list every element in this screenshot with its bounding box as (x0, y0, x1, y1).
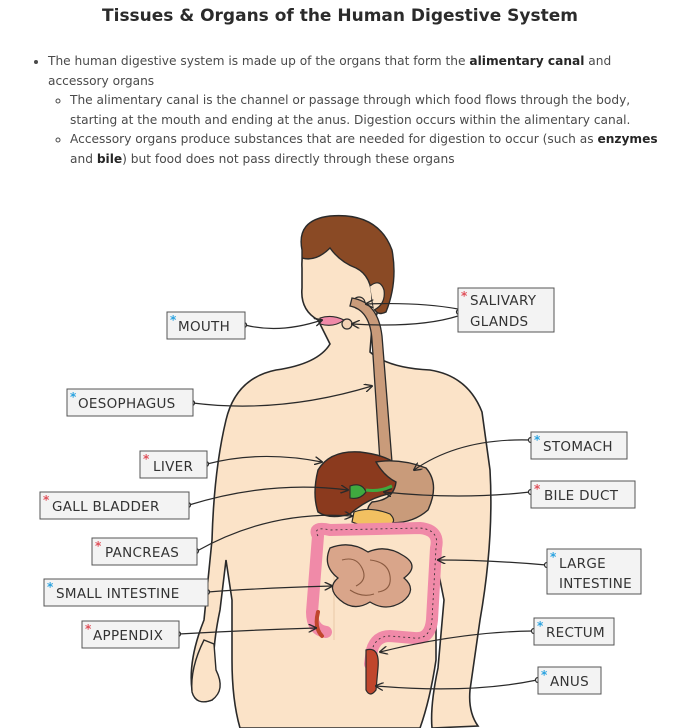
organs (306, 296, 443, 695)
label-oesophagus: * OESOPHAGUS (66, 388, 194, 417)
pancreas-line (196, 515, 352, 552)
anus-line (376, 679, 538, 689)
oesophagus-line (192, 386, 372, 407)
label-gall-bladder-text: GALL BLADDER (52, 499, 160, 515)
bullet-list: The human digestive system is made up of… (20, 52, 668, 169)
label-mouth-text: MOUTH (178, 319, 230, 335)
labels: * MOUTH * OESOPHAGUS * LIVER * GALL BLAD… (39, 287, 642, 695)
label-mouth: * MOUTH (166, 311, 246, 340)
hair (300, 214, 395, 315)
alimentary-canal-term: alimentary canal (469, 54, 585, 68)
stomach-line (414, 439, 531, 470)
small-intestine-coils (341, 558, 391, 596)
gall-bladder (349, 484, 367, 499)
mouth-line (244, 320, 322, 330)
liver-line (206, 455, 322, 464)
page-title: Tissues & Organs of the Human Digestive … (102, 6, 578, 26)
svg-text:*: * (534, 433, 541, 447)
label-liver: * LIVER (139, 450, 208, 479)
label-rectum-text: RECTUM (546, 625, 605, 641)
bullet-main: The human digestive system is made up of… (48, 52, 668, 169)
svg-text:*: * (95, 539, 102, 553)
svg-text:*: * (550, 550, 557, 564)
label-salivary-text-1: SALIVARY (470, 293, 537, 309)
small-intestine (326, 544, 413, 608)
label-salivary-text-2: GLANDS (470, 314, 528, 330)
small-intestine-line (207, 586, 332, 593)
label-stomach: * STOMACH (530, 431, 628, 460)
enzymes-term: enzymes (597, 132, 658, 146)
label-pancreas-text: PANCREAS (105, 545, 179, 561)
label-stomach-text: STOMACH (543, 439, 613, 455)
svg-text:*: * (143, 452, 150, 466)
bile-duct-line (384, 492, 531, 496)
rectum (365, 648, 379, 695)
svg-text:*: * (47, 580, 54, 594)
svg-text:*: * (541, 668, 548, 682)
bullet-sub-2: Accessory organs produce substances that… (70, 130, 668, 169)
bile-duct (365, 484, 393, 492)
svg-text:*: * (170, 313, 177, 327)
label-bile-duct-text: BILE DUCT (544, 488, 619, 504)
label-appendix-text: APPENDIX (93, 628, 163, 644)
svg-text:*: * (43, 493, 50, 507)
salivary-line-upper (366, 304, 459, 310)
label-salivary-glands: * SALIVARY GLANDS (457, 287, 555, 333)
svg-text:*: * (461, 289, 468, 303)
rectum-line (380, 630, 534, 652)
svg-text:*: * (70, 390, 77, 404)
label-large-intestine-text-1: LARGE (559, 556, 606, 572)
bullet-main-text-end: and accessory organs (48, 54, 612, 88)
left-hand (191, 639, 221, 703)
label-small-intestine-text: SMALL INTESTINE (56, 586, 180, 602)
salivary-gland-lower (341, 318, 353, 330)
bile-term: bile (96, 151, 123, 166)
svg-text:*: * (534, 482, 541, 496)
large-intestine-line (438, 560, 547, 566)
label-large-intestine: * LARGE INTESTINE (546, 548, 642, 595)
svg-text:*: * (85, 622, 92, 636)
bullet-sub-2-mid: and (70, 151, 97, 166)
salivary-line-lower (352, 315, 459, 325)
bullet-sub-2-end: ) but food does not pass directly throug… (122, 151, 455, 166)
appendix (314, 610, 324, 638)
label-appendix: * APPENDIX (81, 620, 180, 649)
label-gall-bladder: * GALL BLADDER (39, 491, 190, 520)
gall-bladder-line (188, 487, 348, 506)
bullet-main-text: The human digestive system is made up of… (48, 54, 470, 68)
appendix-line (178, 628, 316, 635)
label-anus-text: ANUS (550, 674, 589, 690)
label-bile-duct: * BILE DUCT (530, 480, 636, 509)
label-anus: * ANUS (537, 666, 602, 695)
large-intestine-outline (316, 527, 438, 651)
notes: The human digestive system is made up of… (20, 52, 668, 169)
label-large-intestine-text-2: INTESTINE (559, 576, 632, 592)
bullet-sub-2-text: Accessory organs produce substances that… (70, 132, 598, 146)
label-oesophagus-text: OESOPHAGUS (78, 396, 176, 412)
svg-text:*: * (537, 619, 544, 633)
sub-bullet-list: The alimentary canal is the channel or p… (48, 91, 668, 169)
label-pancreas: * PANCREAS (91, 537, 198, 566)
bullet-sub-1: The alimentary canal is the channel or p… (70, 91, 668, 130)
label-rectum: * RECTUM (533, 617, 615, 646)
label-small-intestine: * SMALL INTESTINE (43, 578, 209, 607)
label-liver-text: LIVER (153, 459, 193, 475)
